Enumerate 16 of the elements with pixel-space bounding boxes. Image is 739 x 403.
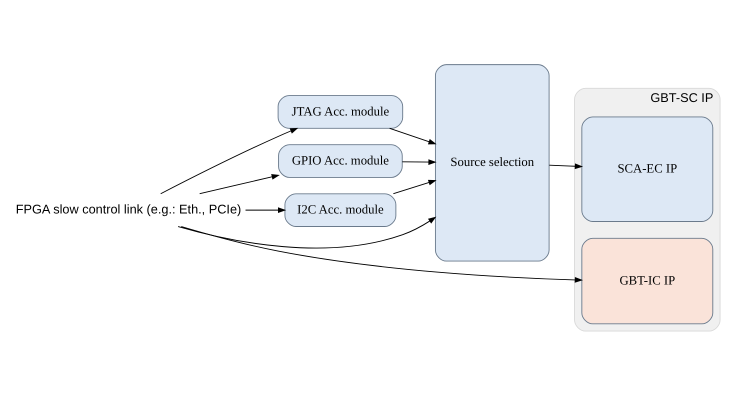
node-box: JTAG Acc. module (278, 95, 404, 129)
arrow (199, 174, 280, 194)
node-text: FPGA slow control link (e.g.: Eth., PCIe) (16, 202, 242, 217)
node-box: I2C Acc. module (284, 193, 396, 227)
arrow (402, 159, 437, 165)
arrow (180, 226, 583, 283)
node-box: Source selection (434, 64, 550, 262)
arrow (160, 128, 298, 194)
arrow (392, 180, 437, 194)
node-box: GPIO Acc. module (278, 144, 403, 178)
arrow (178, 216, 436, 248)
arrow (245, 207, 286, 213)
arrow (389, 128, 437, 144)
arrow (548, 163, 584, 170)
node-box: GBT-IC IP (581, 238, 714, 324)
node-box: SCA-EC IP (581, 116, 714, 222)
